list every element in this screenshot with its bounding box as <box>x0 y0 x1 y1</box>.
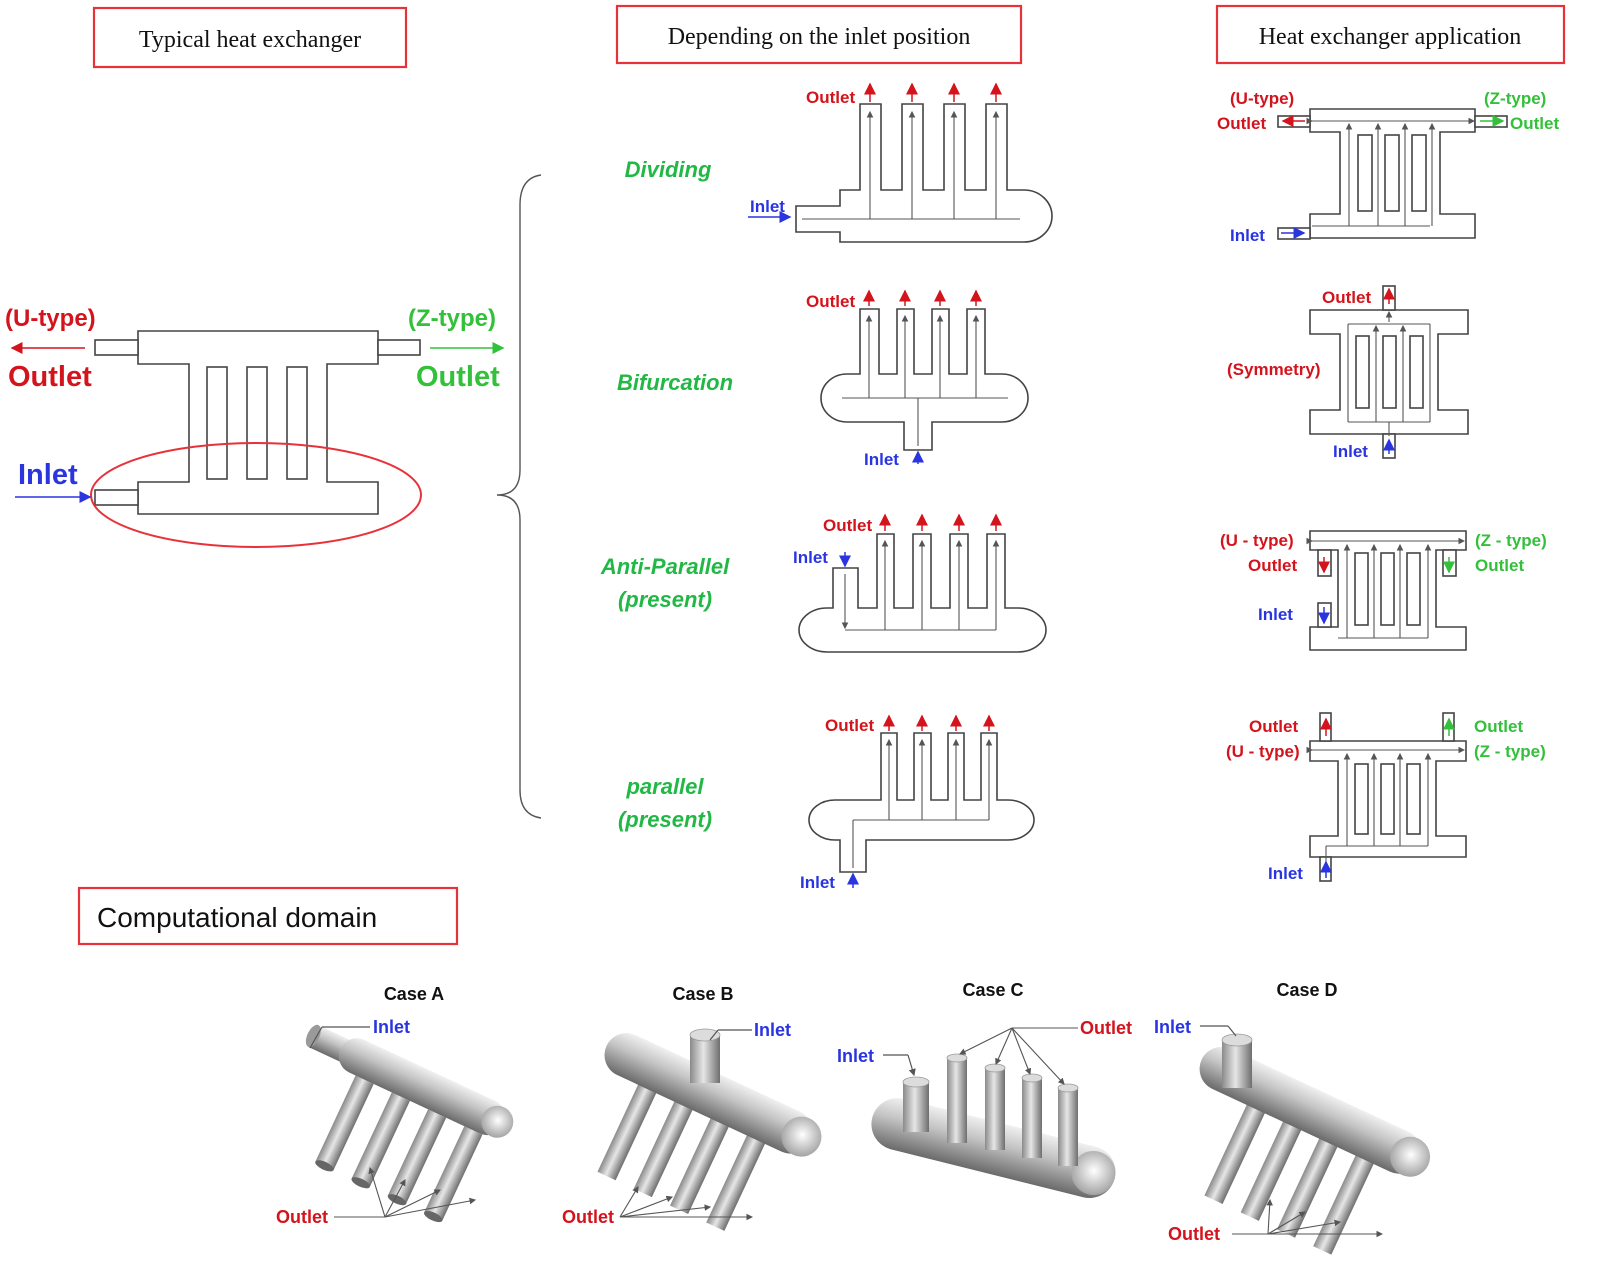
svg-text:Inlet: Inlet <box>1154 1017 1191 1037</box>
bifurcation-diagram: Outlet Inlet <box>806 289 1029 469</box>
svg-text:Inlet: Inlet <box>754 1020 791 1040</box>
svg-text:Outlet: Outlet <box>1510 114 1559 133</box>
category-parallel-note: (present) <box>618 807 712 832</box>
curly-brace <box>496 174 542 819</box>
svg-text:Case B: Case B <box>672 984 733 1004</box>
header-application: Heat exchanger application <box>1215 4 1566 65</box>
z-type-label: (Z-type) <box>408 305 496 332</box>
dividing-outlet-arrows <box>864 82 1002 102</box>
svg-text:Inlet: Inlet <box>837 1046 874 1066</box>
svg-text:Computational domain: Computational domain <box>97 902 377 933</box>
svg-text:Inlet: Inlet <box>1268 864 1303 883</box>
svg-text:Outlet: Outlet <box>823 516 872 535</box>
svg-text:Heat exchanger application: Heat exchanger application <box>1259 24 1522 50</box>
svg-text:Outlet: Outlet <box>276 1207 328 1227</box>
svg-text:Outlet: Outlet <box>1474 717 1523 736</box>
svg-text:(Z-type): (Z-type) <box>1484 89 1546 108</box>
outlet-right-label: Outlet <box>416 361 500 393</box>
svg-text:Inlet: Inlet <box>800 873 835 892</box>
svg-text:Outlet: Outlet <box>1475 556 1524 575</box>
inlet-label: Inlet <box>18 459 78 491</box>
dividing-diagram: Outlet Inlet <box>748 82 1053 243</box>
header-computational: Computational domain <box>77 886 459 946</box>
application-u-z: (U-type) Outlet (Z-type) Outlet Inlet <box>1217 89 1559 245</box>
category-parallel: parallel <box>625 774 704 799</box>
svg-text:Outlet: Outlet <box>1217 114 1266 133</box>
case-d: Case D Inlet Outlet <box>1154 980 1431 1255</box>
category-bifurcation: Bifurcation <box>617 370 733 395</box>
svg-text:Outlet: Outlet <box>1168 1224 1220 1244</box>
svg-text:(U-type): (U-type) <box>1230 89 1294 108</box>
svg-text:Outlet: Outlet <box>806 292 855 311</box>
svg-text:Outlet: Outlet <box>825 716 874 735</box>
svg-text:(U - type): (U - type) <box>1220 531 1294 550</box>
svg-text:Case A: Case A <box>384 984 444 1004</box>
header-typical: Typical heat exchanger <box>92 6 408 69</box>
svg-text:Inlet: Inlet <box>373 1017 410 1037</box>
svg-text:Typical heat exchanger: Typical heat exchanger <box>139 27 361 53</box>
parallel-diagram: Outlet Inlet <box>800 714 1035 892</box>
svg-text:(Z - type): (Z - type) <box>1475 531 1547 550</box>
svg-text:Inlet: Inlet <box>864 450 899 469</box>
svg-text:(Z - type): (Z - type) <box>1474 742 1546 761</box>
svg-text:Inlet: Inlet <box>1258 605 1293 624</box>
svg-text:Case C: Case C <box>962 980 1023 1000</box>
svg-text:Inlet: Inlet <box>750 197 785 216</box>
anti-parallel-diagram: Outlet Inlet <box>793 513 1047 653</box>
header-inlet-position: Depending on the inlet position <box>615 4 1023 65</box>
category-anti-parallel: Anti-Parallel <box>600 554 730 579</box>
svg-text:Depending on the inlet positio: Depending on the inlet position <box>668 24 971 50</box>
svg-text:Outlet: Outlet <box>1249 717 1298 736</box>
svg-text:Outlet: Outlet <box>1080 1018 1132 1038</box>
svg-text:Inlet: Inlet <box>1230 226 1265 245</box>
category-anti-parallel-note: (present) <box>618 587 712 612</box>
case-b: Case B Inlet Outlet <box>562 984 822 1231</box>
application-parallel: Outlet Outlet (U - type) (Z - type) Inle… <box>1226 712 1546 883</box>
outlet-left-label: Outlet <box>8 361 92 393</box>
svg-text:Outlet: Outlet <box>806 88 855 107</box>
svg-text:Inlet: Inlet <box>793 548 828 567</box>
application-anti: (U - type) Outlet (Z - type) Outlet Inle… <box>1220 530 1547 651</box>
svg-text:Case D: Case D <box>1276 980 1337 1000</box>
typical-heat-exchanger: (U-type) Outlet (Z-type) Outlet Inlet <box>5 305 505 548</box>
svg-text:(U - type): (U - type) <box>1226 742 1300 761</box>
u-type-label: (U-type) <box>5 305 96 332</box>
svg-text:Outlet: Outlet <box>1322 288 1371 307</box>
svg-text:(Symmetry): (Symmetry) <box>1227 360 1321 379</box>
case-a: Case A Inlet Outlet <box>276 984 514 1227</box>
category-dividing: Dividing <box>625 157 712 182</box>
application-symmetry: Outlet (Symmetry) Inlet <box>1227 285 1469 461</box>
svg-text:Inlet: Inlet <box>1333 442 1368 461</box>
svg-text:Outlet: Outlet <box>562 1207 614 1227</box>
svg-text:Outlet: Outlet <box>1248 556 1297 575</box>
case-c: Case C Inlet Outlet <box>837 980 1132 1199</box>
